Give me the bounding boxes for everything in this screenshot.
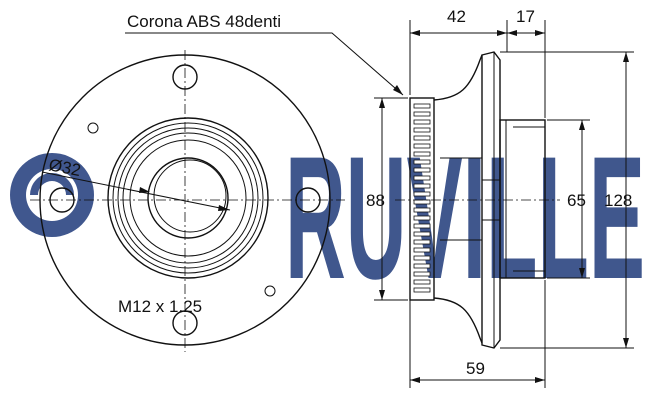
abs-tooth — [413, 135, 431, 141]
bore-inner — [153, 159, 227, 233]
small-hole-top-left — [87, 122, 99, 134]
abs-tooth — [413, 151, 431, 157]
abs-tooth — [413, 263, 431, 269]
abs-ring-outer — [117, 127, 259, 269]
hub-ring-outer — [107, 117, 269, 279]
hub-profile-bottom — [433, 297, 483, 344]
arrowhead — [579, 120, 585, 130]
abs-ring-inner — [122, 132, 254, 264]
dimension-lines: 42 17 59 88 65 128 — [366, 7, 634, 388]
abs-tooth — [413, 247, 431, 253]
abs-tooth — [413, 271, 431, 277]
arrowhead — [393, 85, 403, 95]
seal-ring — [129, 139, 247, 257]
dimension-hub-offset: 17 — [516, 7, 535, 26]
small-hole-bottom-right — [264, 285, 276, 297]
dimension-flange-width: 42 — [447, 7, 466, 26]
abs-tooth — [413, 231, 431, 237]
arrowhead — [623, 338, 629, 348]
abs-tooth — [413, 239, 431, 245]
abs-tooth — [413, 191, 431, 197]
hub-profile-top — [433, 54, 483, 101]
arrowhead — [579, 268, 585, 278]
abs-tooth — [413, 207, 431, 213]
hub-ring-2 — [112, 122, 264, 274]
arrowhead — [623, 52, 629, 62]
watermark: RUVILLE — [10, 121, 645, 316]
dimension-overall-width: 59 — [466, 359, 485, 378]
watermark-brand: RUVILLE — [285, 121, 645, 316]
abs-tooth — [413, 127, 431, 133]
abs-tooth — [413, 111, 431, 117]
arrowhead — [535, 30, 545, 36]
front-view: Ø32 M12 x 1.25 — [30, 50, 345, 352]
abs-ring-label: Corona ABS 48denti — [127, 12, 281, 31]
arrowhead — [379, 290, 385, 300]
arrowhead — [507, 30, 517, 36]
abs-tooth — [413, 159, 431, 165]
bore-diameter-leader — [41, 171, 231, 211]
dimension-abs-ring: 88 — [366, 191, 385, 210]
bore-circle — [147, 157, 229, 239]
arrowhead — [497, 30, 507, 36]
abs-tooth — [413, 175, 431, 181]
abs-leader-line — [125, 32, 404, 96]
arrowhead — [139, 187, 150, 193]
dimension-spigot: 65 — [567, 191, 586, 210]
abs-tone-ring — [409, 97, 435, 301]
abs-teeth — [413, 103, 431, 293]
abs-tooth — [413, 255, 431, 261]
bore-step-bottom — [440, 219, 500, 241]
abs-tooth — [413, 167, 431, 173]
abs-tooth — [413, 223, 431, 229]
arrowhead — [218, 205, 230, 211]
bore-step-top — [440, 157, 500, 181]
abs-callout: Corona ABS 48denti — [125, 12, 404, 96]
abs-tooth — [413, 199, 431, 205]
abs-tooth — [413, 279, 431, 285]
arrowhead — [410, 377, 420, 383]
ruville-logo-icon — [10, 153, 94, 237]
abs-tooth — [413, 119, 431, 125]
dimension-flange: 128 — [604, 191, 632, 210]
arrowhead — [379, 98, 385, 108]
abs-tooth — [413, 287, 431, 293]
abs-tooth — [413, 143, 431, 149]
abs-tooth — [413, 183, 431, 189]
arrowhead — [535, 377, 545, 383]
side-view — [395, 51, 560, 349]
spigot — [499, 119, 546, 279]
abs-tooth — [413, 215, 431, 221]
arrowhead — [410, 30, 420, 36]
thread-label: M12 x 1.25 — [118, 297, 202, 316]
abs-tooth — [413, 103, 431, 109]
